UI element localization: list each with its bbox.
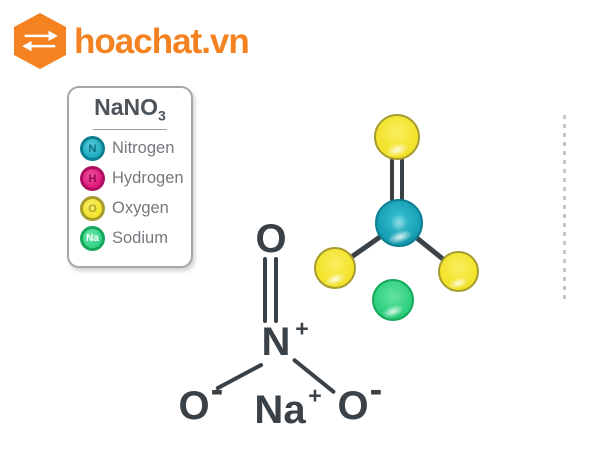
nitrogen-ball-icon: N bbox=[80, 136, 105, 162]
legend-item-hydrogen: H Hydrogen bbox=[69, 164, 191, 194]
legend-item-label: Oxygen bbox=[112, 199, 169, 218]
sodium-ball-icon: Na bbox=[80, 226, 105, 252]
swap-arrows-icon bbox=[22, 30, 58, 52]
brand-name: hoachat.vn bbox=[74, 21, 250, 61]
dotted-divider bbox=[563, 115, 566, 303]
sodium-sphere bbox=[372, 279, 414, 321]
formula-sodium: Na bbox=[254, 388, 306, 432]
nitrogen-symbol: N bbox=[88, 142, 97, 155]
hydrogen-ball-icon: H bbox=[80, 166, 105, 192]
double-bond-line bbox=[263, 257, 267, 323]
model-double-bond-line bbox=[400, 150, 404, 212]
oxygen-sphere-right bbox=[438, 251, 479, 292]
nitrogen-sphere-texture bbox=[390, 214, 408, 232]
legend-divider bbox=[93, 128, 167, 130]
sodium-symbol: Na bbox=[86, 233, 99, 245]
legend-item-label: Hydrogen bbox=[112, 169, 184, 188]
brand-logo: hoachat.vn bbox=[14, 13, 250, 69]
formula-oxygen-left: O bbox=[178, 384, 210, 428]
model-double-bond-line bbox=[390, 150, 394, 212]
hydrogen-symbol: H bbox=[88, 172, 97, 185]
legend-item-sodium: Na Sodium bbox=[69, 224, 191, 254]
formula-oxygen-right: O bbox=[337, 384, 369, 428]
formula-sodium-charge: + bbox=[308, 382, 322, 409]
oxygen-sphere-top bbox=[374, 114, 420, 160]
legend-title-subscript: 3 bbox=[158, 107, 166, 124]
formula-nitrogen: N bbox=[261, 320, 291, 364]
legend-item-nitrogen: N Nitrogen bbox=[69, 134, 191, 164]
formula-oxygen-left-charge: - bbox=[210, 369, 224, 411]
legend-item-label: Nitrogen bbox=[112, 139, 175, 158]
nitrogen-sphere bbox=[375, 199, 423, 247]
legend-box: NaNO3 N Nitrogen H Hydrogen O Oxygen Na … bbox=[67, 86, 193, 268]
formula-oxygen-right-charge: - bbox=[369, 369, 383, 411]
oxygen-symbol: O bbox=[88, 202, 97, 215]
oxygen-sphere-left bbox=[314, 247, 356, 289]
logo-hexagon-icon bbox=[14, 13, 66, 69]
legend-item-oxygen: O Oxygen bbox=[69, 194, 191, 224]
formula-oxygen-top: O bbox=[255, 217, 287, 261]
legend-item-label: Sodium bbox=[112, 229, 168, 248]
formula-nitrogen-charge: + bbox=[295, 315, 309, 342]
legend-title-formula: NaNO bbox=[94, 94, 159, 120]
double-bond-line bbox=[274, 257, 278, 323]
legend-title: NaNO3 bbox=[69, 94, 191, 124]
oxygen-ball-icon: O bbox=[80, 196, 105, 222]
